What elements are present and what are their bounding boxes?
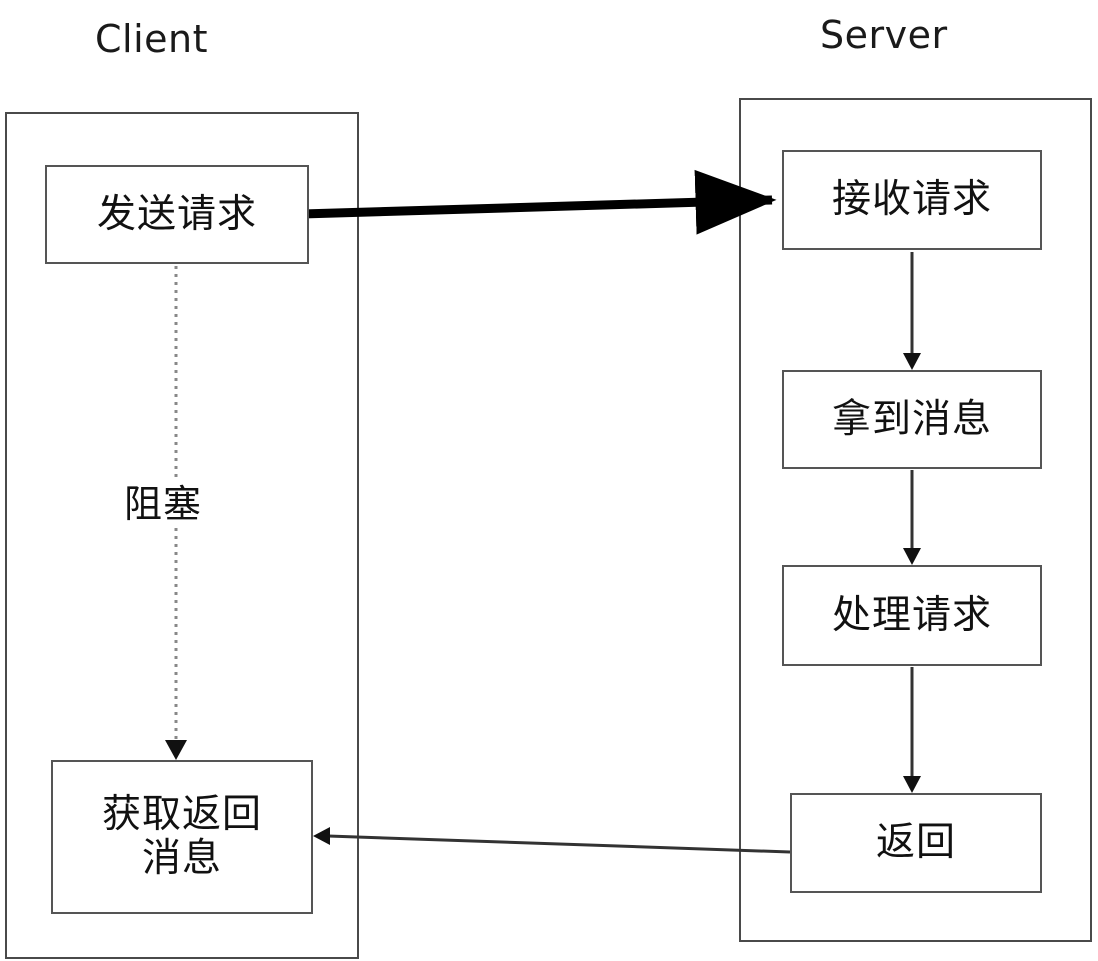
node-get-message[interactable]: 拿到消息	[782, 370, 1042, 469]
client-lane-title: Client	[95, 17, 209, 61]
node-receive-request[interactable]: 接收请求	[782, 150, 1042, 250]
node-receive-result-line2: 消息	[141, 836, 222, 881]
node-send-request-label: 发送请求	[96, 191, 257, 237]
node-receive-result[interactable]: 获取返回 消息	[51, 760, 313, 914]
node-process-request[interactable]: 处理请求	[782, 565, 1042, 666]
node-return-label: 返回	[875, 820, 956, 866]
node-process-request-label: 处理请求	[831, 592, 992, 638]
node-receive-request-label: 接收请求	[831, 177, 992, 223]
server-lane-title: Server	[820, 13, 948, 57]
client-lane-container	[5, 112, 359, 959]
node-get-message-label: 拿到消息	[831, 396, 992, 442]
node-receive-result-line1: 获取返回	[101, 792, 262, 838]
node-send-request[interactable]: 发送请求	[45, 165, 309, 264]
blocking-annotation-label: 阻塞	[118, 483, 209, 525]
server-lane-container	[739, 98, 1092, 942]
node-receive-result-label: 获取返回 消息	[102, 793, 262, 880]
connector-request-arrow	[301, 169, 777, 235]
node-return[interactable]: 返回	[790, 793, 1042, 893]
connector-response-arrow	[313, 827, 791, 854]
